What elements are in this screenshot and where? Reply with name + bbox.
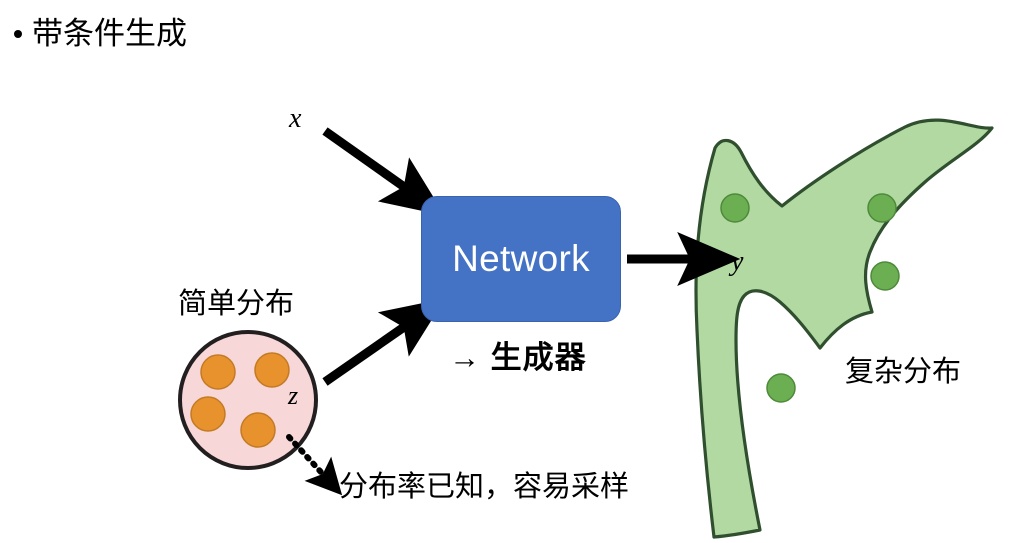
variable-y-label: y [731,246,744,277]
generator-caption: → 生成器 [449,340,587,375]
bullet-marker-icon [14,30,22,38]
complex-distribution-shape [694,118,994,539]
variable-x-label: x [289,103,302,134]
complex-distribution-label: 复杂分布 [845,356,962,388]
complex-dot [766,373,796,403]
complex-dot [870,261,900,291]
sampling-note-label: 分布率已知，容易采样 [339,471,630,503]
network-box[interactable]: Network [421,196,621,322]
simple-dot [240,412,276,448]
arrow-circle-to-note [286,434,343,496]
complex-dot [720,193,750,223]
arrow-z-to-network [322,298,446,386]
simple-dot [190,396,226,432]
variable-z-label: z [288,381,299,410]
simple-distribution-label: 简单分布 [178,288,295,320]
simple-dot [200,354,236,390]
simple-dot [254,352,290,388]
arrow-x-to-network [322,127,445,216]
network-box-label: Network [452,238,590,279]
bullet-title-row: 带条件生成 [14,16,187,52]
complex-dot [867,193,897,223]
page-title: 带条件生成 [32,16,187,51]
